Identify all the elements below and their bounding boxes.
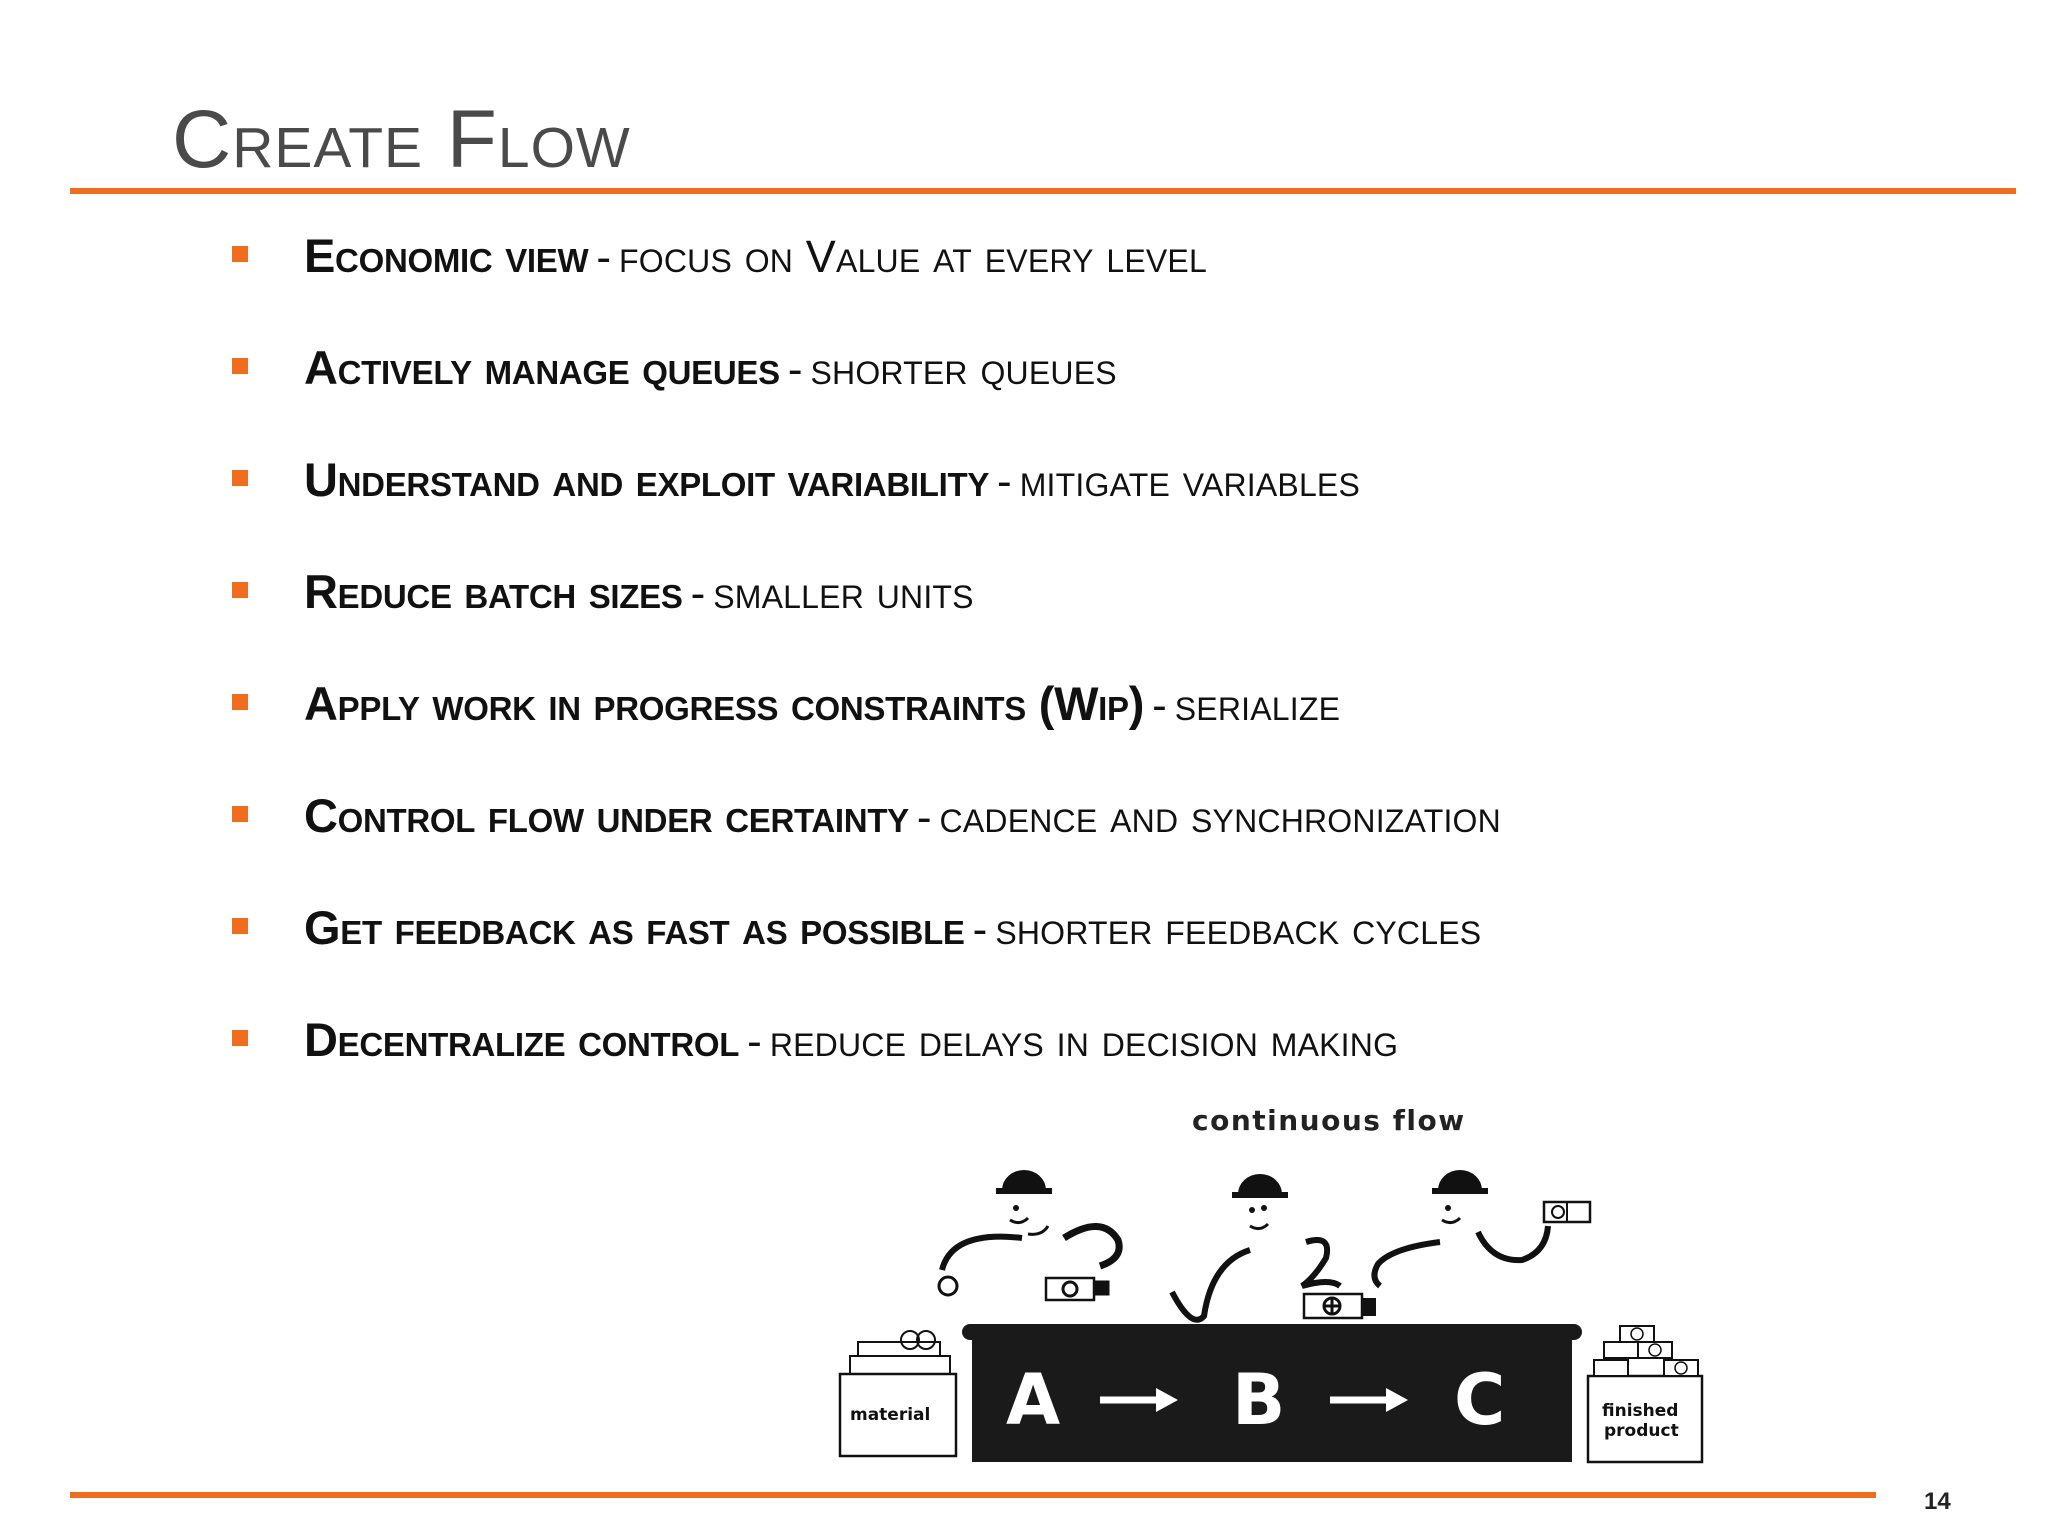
- bullet-lead: Get feedback as fast as possible: [304, 901, 965, 954]
- finished-label-line1: finished: [1602, 1401, 1678, 1421]
- arrow-a-b-head: [1156, 1388, 1178, 1412]
- finished-product-box: finished product: [1586, 1325, 1704, 1464]
- bullet-square-icon: [232, 918, 248, 934]
- continuous-flow-illustration: A B C material: [832, 1102, 1732, 1474]
- bullet-lead: Actively manage queues: [304, 341, 780, 394]
- bullet-separator: -: [747, 1017, 762, 1066]
- footer-rule: [70, 1492, 1876, 1498]
- bullet-separator: -: [1152, 681, 1167, 730]
- bullet-square-icon: [232, 358, 248, 374]
- bullet-square-icon: [232, 470, 248, 486]
- bullet-square-icon: [232, 1030, 248, 1046]
- flow-drawing: A B C material: [838, 1170, 1704, 1464]
- bullet-lead: Understand and exploit variability: [304, 453, 990, 506]
- station-a-label: A: [1006, 1359, 1060, 1441]
- bullet-description: shorter queues: [810, 343, 1117, 394]
- bullet-square-icon: [232, 246, 248, 262]
- bullet-separator: -: [997, 457, 1012, 506]
- page-number: 14: [1924, 1488, 1951, 1515]
- bullet-square-icon: [232, 694, 248, 710]
- bullet-separator: -: [972, 905, 988, 954]
- finished-label-line2: product: [1604, 1421, 1679, 1441]
- bullet-description: serialize: [1174, 679, 1341, 730]
- bullet-description: focus on Value at every level: [619, 231, 1207, 282]
- arrow-b-c-head: [1386, 1388, 1408, 1412]
- title-underline: [70, 188, 2016, 194]
- bullet-description: mitigate variables: [1019, 455, 1361, 506]
- bullet-lead: Decentralize control: [304, 1013, 740, 1066]
- station-c-label: C: [1454, 1359, 1505, 1441]
- bullet-separator: -: [916, 793, 932, 842]
- bullet-lead: Economic view: [304, 229, 589, 282]
- worker-c-icon: [1371, 1170, 1592, 1289]
- workbench: [972, 1334, 1572, 1462]
- figure-title: continuous flow: [1192, 1104, 1466, 1137]
- slide-title: Create Flow: [172, 94, 631, 185]
- bullet-description: smaller units: [713, 567, 974, 618]
- worker-a-icon: [937, 1170, 1123, 1302]
- bullet-description: shorter feedback cycles: [995, 903, 1482, 954]
- bullet-square-icon: [232, 582, 248, 598]
- material-box: material: [838, 1330, 958, 1458]
- bullet-lead: Reduce batch sizes: [304, 565, 683, 618]
- bullet-square-icon: [232, 806, 248, 822]
- bullet-lead: Control flow under certainty: [304, 789, 909, 842]
- worker-b-icon: [1169, 1174, 1376, 1323]
- bullet-description: reduce delays in decision making: [769, 1015, 1399, 1066]
- material-label: material: [850, 1405, 930, 1425]
- station-b-label: B: [1232, 1359, 1285, 1441]
- bullet-description: cadence and synchronization: [939, 791, 1501, 842]
- bullet-lead: Apply work in progress constraints (Wip): [304, 677, 1145, 730]
- bullet-separator: -: [787, 345, 803, 394]
- bullet-separator: -: [690, 569, 706, 618]
- bullet-separator: -: [596, 233, 611, 282]
